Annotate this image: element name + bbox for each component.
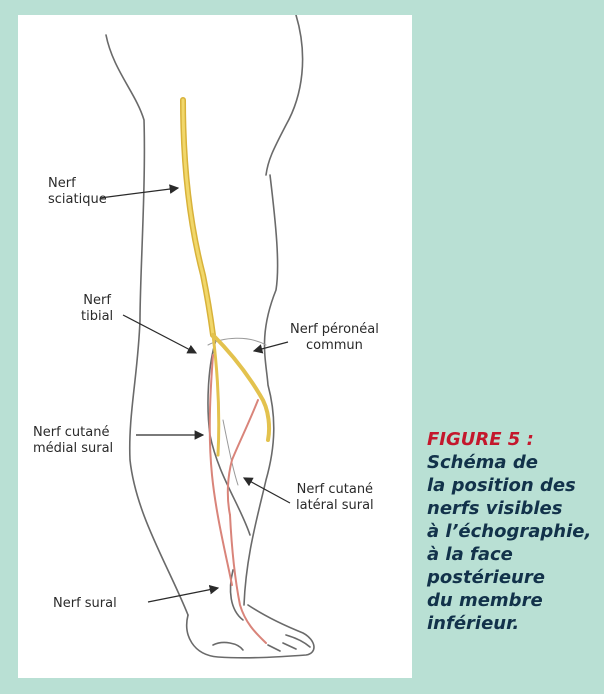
leader-cutane-lateral [244, 478, 290, 503]
label-peroneal: Nerf péronéal commun [290, 322, 379, 354]
thigh-contour-right [266, 15, 303, 175]
nerve-peroneal [213, 335, 269, 440]
label-sural: Nerf sural [53, 596, 117, 612]
label-tibial: Nerf tibial [81, 293, 113, 325]
heel-curve [213, 643, 243, 650]
foot-outline [187, 605, 314, 658]
caption-line: la position des [427, 474, 603, 497]
nerve-tibial [213, 335, 219, 455]
leader-peroneal [254, 342, 288, 351]
caption-line: Schéma de [427, 451, 603, 474]
figure-number: FIGURE 5 : [427, 428, 603, 451]
diagram-panel: Nerf sciatique Nerf tibial Nerf péronéal… [18, 15, 412, 678]
label-sciatique: Nerf sciatique [48, 176, 107, 208]
leader-sural [148, 588, 218, 602]
caption-line: postérieure [427, 566, 603, 589]
caption-line: du membre [427, 589, 603, 612]
nerve-lateral-sural [228, 400, 258, 515]
label-cutane-lateral: Nerf cutané latéral sural [296, 482, 374, 514]
ankle-line [230, 570, 243, 620]
label-cutane-medial: Nerf cutané médial sural [33, 425, 113, 457]
leader-tibial [123, 315, 196, 353]
caption-line: à la face [427, 543, 603, 566]
caption-line: à l’échographie, [427, 520, 603, 543]
caption-line: nerfs visibles [427, 497, 603, 520]
toe-lines [268, 635, 310, 651]
leg-outline-left [106, 35, 188, 615]
figure-caption: FIGURE 5 : Schéma de la position des ner… [427, 428, 603, 635]
nerve-sural [230, 515, 266, 643]
leader-sciatique [100, 188, 178, 198]
leg-outline-right [244, 175, 278, 605]
caption-line: inférieur. [427, 612, 603, 635]
